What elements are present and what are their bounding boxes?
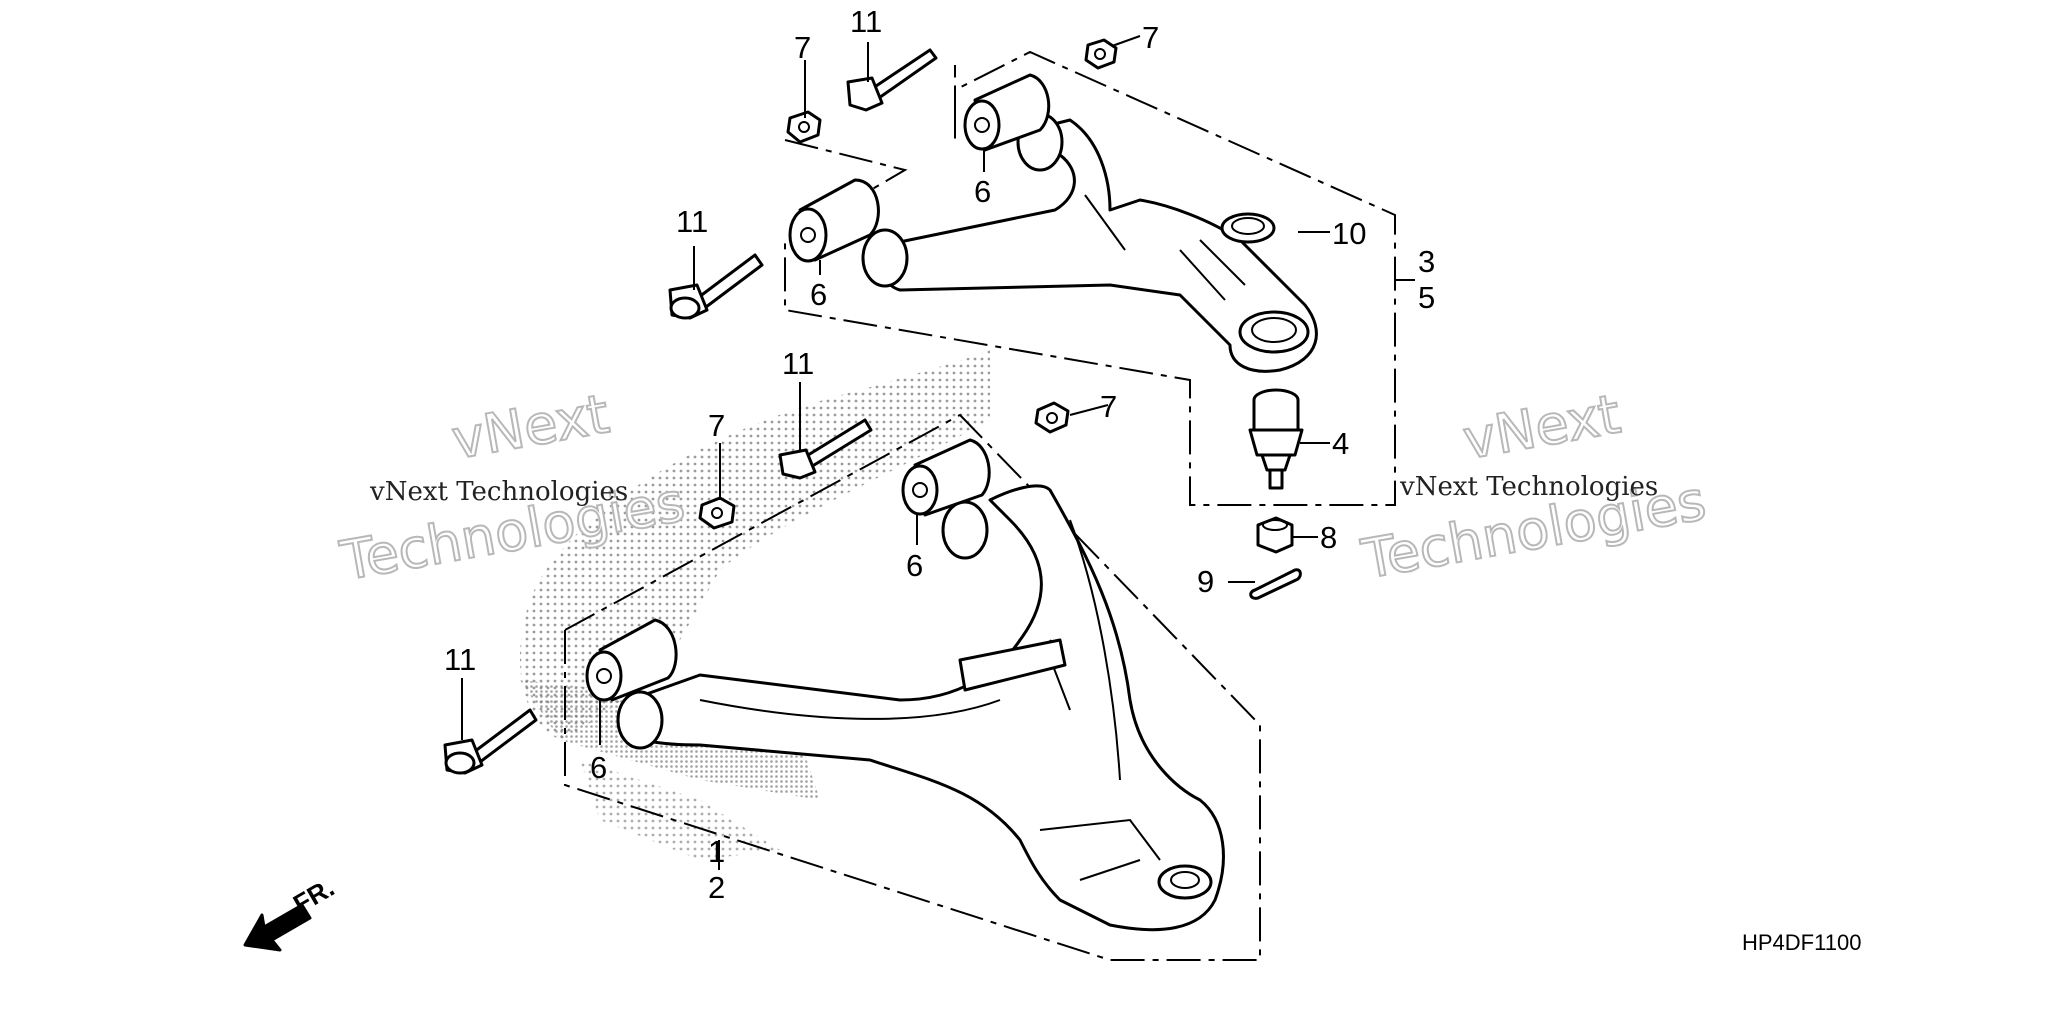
watermark-text: vNext Technologies	[369, 477, 628, 507]
callout-3: 3	[1418, 244, 1435, 279]
lower-arm-bracket	[564, 413, 1261, 961]
bushing-lower-front	[585, 618, 678, 702]
callout-11: 11	[782, 346, 814, 381]
front-arrow: FR.	[243, 872, 339, 952]
bolt-upper-front	[668, 253, 764, 320]
callout-4: 4	[1332, 426, 1349, 461]
leader-lines	[461, 35, 1415, 870]
watermark-text: vNext Technologies	[1399, 472, 1658, 502]
castle-nut	[1256, 516, 1294, 554]
diagram-code: HP4DF1100	[1742, 930, 1861, 955]
bushing-upper-front	[788, 178, 880, 263]
svg-text:vNext: vNext	[447, 382, 613, 471]
callout-7: 7	[1142, 20, 1159, 55]
callout-6: 6	[906, 548, 923, 583]
callout-6: 6	[810, 277, 827, 312]
callout-11: 11	[850, 4, 882, 39]
circlip	[1220, 212, 1276, 244]
callout-11: 11	[676, 204, 708, 239]
callout-numbers: 7 11 7 6 11 6 10 3 5 4 8 9 11 7 7 6 11 6…	[444, 4, 1435, 905]
bushing-upper-rear	[963, 73, 1051, 152]
bolt-upper-rear	[846, 48, 938, 112]
callout-7: 7	[794, 30, 811, 65]
nut-upper-right	[1084, 38, 1118, 70]
callout-9: 9	[1197, 564, 1214, 599]
callout-2: 2	[708, 870, 725, 905]
ball-joint	[1248, 388, 1304, 490]
cotter-pin	[1249, 568, 1302, 600]
svg-text:vNext: vNext	[1459, 382, 1625, 471]
callout-7: 7	[708, 408, 725, 443]
callout-6: 6	[974, 174, 991, 209]
bolt-lower-rear	[778, 418, 873, 480]
callout-5: 5	[1418, 280, 1435, 315]
bolt-lower-front	[443, 708, 538, 775]
callout-8: 8	[1320, 520, 1337, 555]
callout-11: 11	[444, 642, 476, 677]
lower-arm-body	[623, 484, 1225, 932]
bushing-lower-rear	[901, 438, 991, 517]
callout-7: 7	[1100, 389, 1117, 424]
callout-6: 6	[590, 750, 607, 785]
callout-1: 1	[708, 834, 725, 869]
callout-10: 10	[1332, 216, 1366, 251]
nut-upper-left	[786, 110, 822, 144]
nut-lower-right	[1034, 401, 1070, 434]
lower-arm-group	[564, 413, 1261, 961]
